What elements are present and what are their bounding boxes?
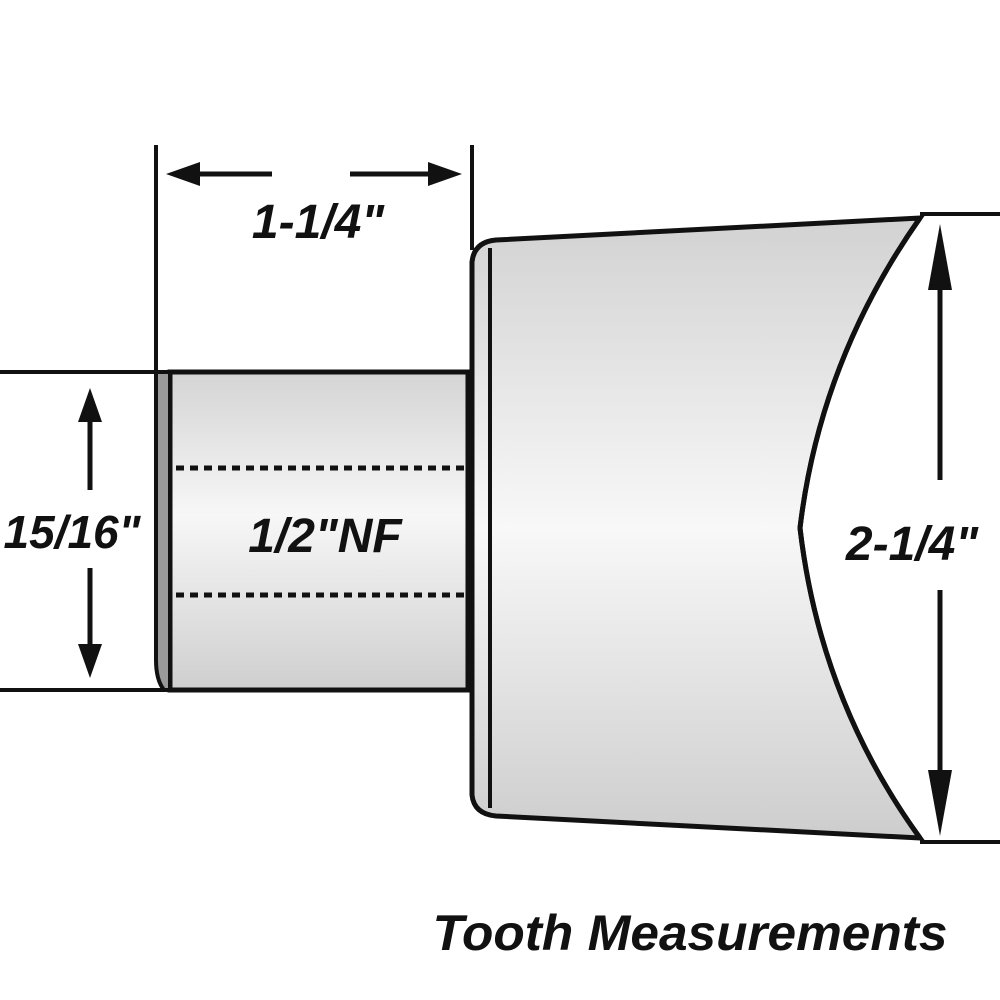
head-diameter-arrow bbox=[928, 224, 952, 836]
shank-diameter-arrow bbox=[78, 388, 102, 678]
head bbox=[469, 212, 1000, 844]
length-extension-lines bbox=[154, 145, 474, 372]
thread-label: 1/2"NF bbox=[248, 510, 403, 563]
length-label: 1-1/4" bbox=[252, 196, 385, 249]
diagram-title: Tooth Measurements bbox=[433, 905, 948, 961]
shank-diameter-label: 15/16" bbox=[4, 506, 142, 558]
head-diameter-label: 2-1/4" bbox=[845, 518, 979, 571]
shank bbox=[154, 369, 471, 693]
length-dimension-arrow bbox=[166, 162, 462, 186]
